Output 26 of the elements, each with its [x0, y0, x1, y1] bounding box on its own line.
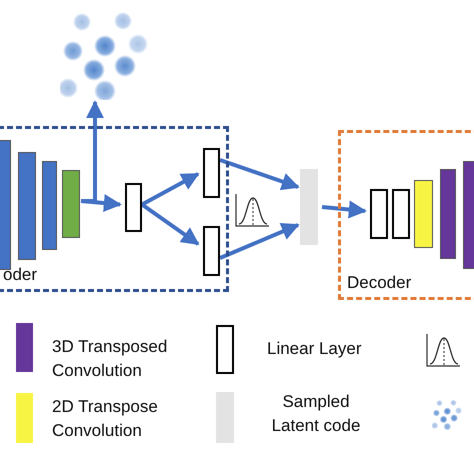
group-label: Decoder [347, 273, 412, 293]
latent-code-bar [300, 169, 318, 245]
encoder-layer-bar [62, 170, 80, 238]
group-label: oder [3, 265, 38, 285]
arrow [141, 172, 200, 206]
arrow [219, 158, 300, 190]
linear-layer-box [203, 226, 220, 276]
legend-text: Sampled Latent code [270, 391, 362, 437]
transposed-conv-bar [440, 169, 456, 259]
dashed-group-frame [338, 130, 474, 300]
legend-text: 3D Transposed Convolution [52, 336, 168, 382]
legend-text: Linear Layer [267, 338, 363, 360]
encoder-layer-bar [42, 161, 57, 250]
linear-layer-box [370, 189, 388, 239]
legend-text: 2D Transpose Convolution [52, 396, 159, 442]
arrow [140, 202, 200, 246]
linear-layer-box [392, 189, 410, 239]
dashed-group-frame [0, 126, 229, 292]
arrow [322, 200, 367, 218]
arrow [80, 194, 122, 212]
arrow [219, 223, 300, 260]
linear-layer-box [203, 148, 220, 198]
transpose-conv-bar [414, 180, 433, 248]
encoder-layer-bar [18, 152, 36, 260]
linear-layer-box [125, 183, 142, 232]
arrow [81, 100, 104, 203]
